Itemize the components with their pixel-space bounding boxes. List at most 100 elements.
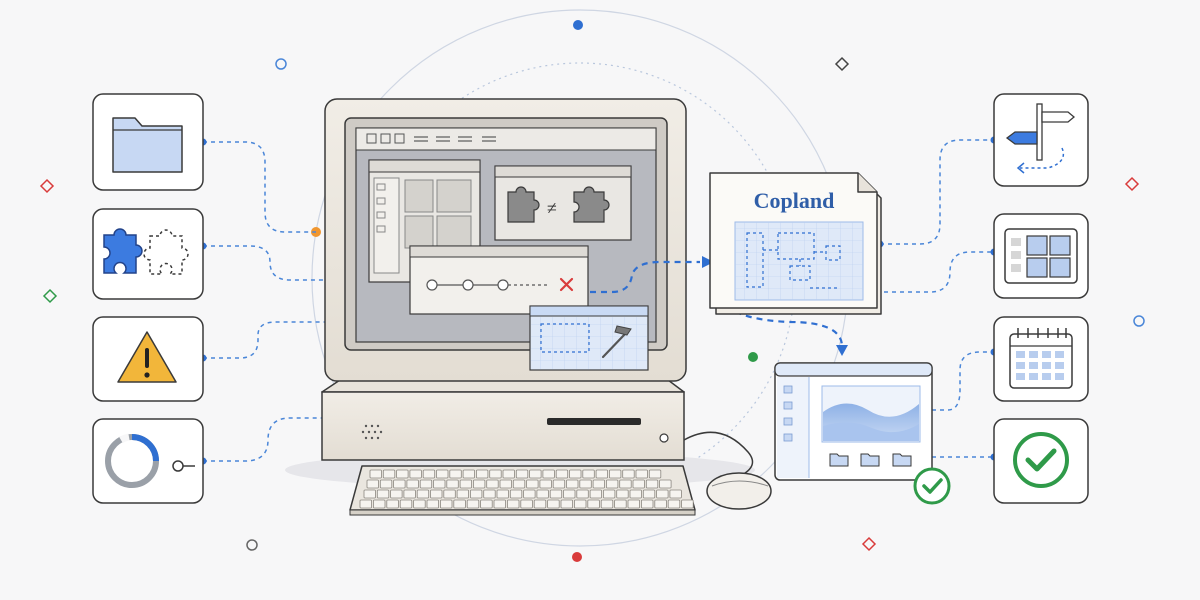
folder-icon: [112, 117, 183, 173]
keyboard-key: [496, 489, 509, 499]
keyboard-key: [549, 489, 563, 499]
progress-ring-icon: [105, 433, 195, 488]
diamond-marker: [39, 178, 55, 194]
keyboard-key: [635, 469, 648, 479]
keyboard-key: [386, 499, 399, 509]
keyboard-key: [372, 499, 386, 509]
keyboard-key: [475, 469, 489, 479]
keyboard-key: [609, 469, 622, 479]
keyboard-key: [563, 489, 576, 499]
keyboard-key: [576, 489, 589, 499]
keyboard-key: [552, 479, 566, 489]
keyboard-key: [509, 489, 523, 499]
hollow-dot: [1133, 315, 1145, 327]
hollow-dot: [246, 539, 258, 551]
keyboard-key: [529, 469, 542, 479]
keyboard-key: [648, 469, 662, 479]
diamond-marker: [834, 56, 850, 72]
retro-error-window: [409, 245, 589, 315]
right-connectors: [880, 139, 994, 458]
keyboard-key: [523, 489, 536, 499]
keyboard-key: [547, 499, 560, 509]
keyboard-key: [629, 489, 642, 499]
keyboard-key: [446, 479, 459, 489]
warning-icon: [117, 331, 177, 383]
keyboard-key: [430, 489, 443, 499]
copland-title: Copland: [754, 188, 835, 213]
keyboard-key: [667, 499, 681, 509]
keyboard-key: [606, 479, 619, 489]
mouse: [683, 431, 772, 510]
keyboard-key: [654, 499, 667, 509]
keyboard-key: [462, 469, 476, 479]
keyboard-key: [382, 469, 396, 479]
window-grid-icon: [1004, 228, 1078, 284]
keyboard-key: [416, 489, 430, 499]
keyboard-key: [627, 499, 641, 509]
diamond-marker: [42, 288, 58, 304]
keyboard-key: [542, 469, 555, 479]
keyboard-key: [413, 499, 426, 509]
keyboard-key: [622, 469, 635, 479]
left-connectors: [203, 141, 325, 462]
keyboard-key: [456, 489, 470, 499]
modern-window: [774, 362, 951, 505]
hammer-icon: [601, 332, 627, 359]
keyboard-key: [359, 499, 373, 509]
keyboard-key: [449, 469, 462, 479]
keyboard-key: [466, 499, 480, 509]
keyboard-key: [433, 479, 446, 489]
folder-card: [92, 93, 204, 191]
warning-card: [92, 316, 204, 402]
keyboard-key: [520, 499, 533, 509]
keyboard-key: [539, 479, 552, 489]
keyboard-key: [619, 479, 632, 489]
keyboard-key: [642, 489, 656, 499]
keyboard-key: [645, 479, 659, 489]
puzzle-card: [92, 208, 204, 300]
keyboard-key: [393, 479, 406, 489]
checkmark-card: [993, 418, 1089, 504]
keyboard-key: [426, 499, 440, 509]
keyboard-key: [592, 479, 605, 489]
keyboard-key: [574, 499, 587, 509]
keyboard-key: [659, 479, 672, 489]
keyboard-key: [396, 469, 409, 479]
keyboard-key: [569, 469, 582, 479]
window-grid-card: [993, 213, 1089, 299]
keyboard-key: [489, 469, 502, 479]
checkmark-icon: [1013, 432, 1069, 488]
green-dot: [748, 352, 758, 362]
keyboard-key: [436, 469, 449, 479]
keyboard-key: [641, 499, 654, 509]
computer-base: [321, 379, 685, 461]
keyboard-key: [422, 469, 436, 479]
right-icon-cards: [993, 93, 1089, 504]
signpost-card: [993, 93, 1089, 187]
mini-folder-icons: [829, 453, 912, 467]
decorative-markers: [39, 20, 1145, 562]
blue-dot: [573, 20, 583, 30]
keyboard-key: [472, 479, 486, 489]
keyboard-key: [480, 499, 493, 509]
keyboard-key: [512, 479, 526, 489]
red-dot: [572, 552, 582, 562]
keyboard-key: [443, 489, 456, 499]
keyboard-key: [483, 489, 496, 499]
keyboard-key: [600, 499, 614, 509]
keyboard-key: [515, 469, 529, 479]
keyboard-key: [656, 489, 669, 499]
speaker-grille: [361, 424, 383, 440]
keyboard-key: [589, 489, 602, 499]
keyboard-key: [406, 479, 419, 489]
keyboard-key: [486, 479, 499, 489]
retro-blueprint-window: [529, 305, 649, 371]
keyboard-key: [579, 479, 592, 489]
progress-card: [92, 418, 204, 504]
keyboard-key: [526, 479, 539, 489]
hollow-dot: [275, 58, 287, 70]
keyboard-key: [439, 499, 453, 509]
keyboard-key: [681, 499, 694, 509]
keyboard: [349, 465, 696, 516]
retro-puzzle-window: ≠: [494, 165, 632, 241]
